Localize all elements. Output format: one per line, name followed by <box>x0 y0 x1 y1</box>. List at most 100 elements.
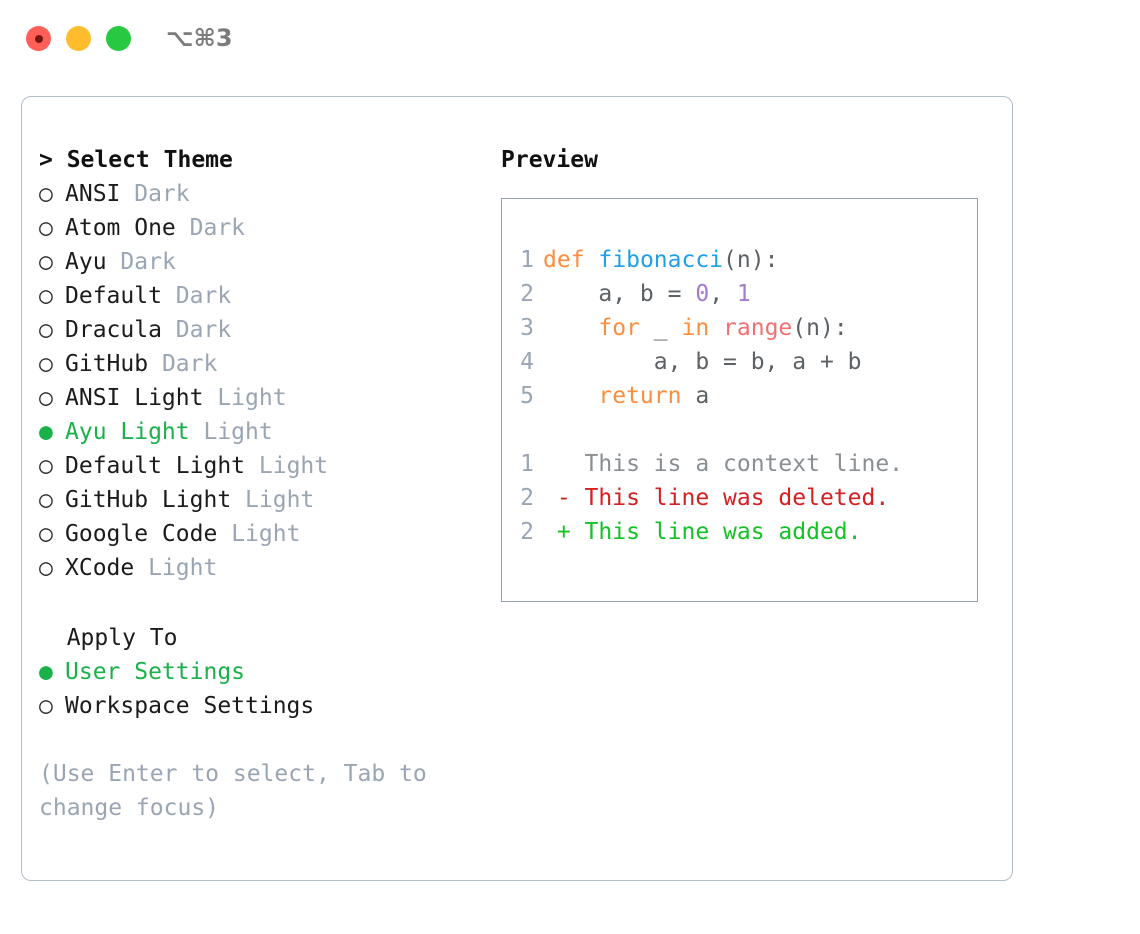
code-token-fn: fibonacci <box>598 247 724 273</box>
theme-option-row[interactable]: ○ANSI Light Light <box>39 381 479 415</box>
code-token-num: 1 <box>736 281 751 307</box>
traffic-light-group <box>26 26 131 51</box>
theme-selector-column: > Select Theme ○ANSI Dark○Atom One Dark○… <box>39 143 479 825</box>
theme-option-name: Ayu Light <box>65 419 190 445</box>
theme-option-row[interactable]: ○ GitHub Dark <box>39 347 479 381</box>
radio-selected-icon[interactable]: ● <box>39 419 53 445</box>
theme-option-gap <box>176 215 190 241</box>
theme-option-row[interactable]: ○Google Code Light <box>39 517 479 551</box>
minimize-window-icon[interactable] <box>66 26 91 51</box>
apply-to-option-row[interactable]: ● User Settings <box>39 655 479 689</box>
radio-selected-icon[interactable]: ● <box>39 659 53 685</box>
code-line-number: 4 <box>520 349 534 375</box>
diff-text: This line was deleted. <box>584 485 890 511</box>
theme-option-name: Google Code <box>65 521 218 547</box>
theme-variant-tag: Light <box>245 487 315 513</box>
theme-option-name: ANSI <box>65 181 121 207</box>
theme-option-row[interactable]: ○ GitHub Light Light <box>39 483 479 517</box>
diff-line-number: 2 <box>520 485 534 511</box>
code-line-number: 2 <box>520 281 534 307</box>
theme-option-gap <box>134 555 148 581</box>
theme-variant-tag: Dark <box>189 215 246 241</box>
main-panel: > Select Theme ○ANSI Dark○Atom One Dark○… <box>21 96 1013 881</box>
code-line: 3 for _ in range(n): <box>520 311 977 345</box>
diff-text: This is a context line. <box>584 451 904 477</box>
code-token-plain: (n): <box>792 315 848 341</box>
code-token-plain: a, b = b, a + b <box>543 349 862 375</box>
theme-option-gap <box>190 419 204 445</box>
theme-variant-tag: Dark <box>175 317 232 343</box>
keyboard-hint-text: (Use Enter to select, Tab to change focu… <box>39 761 441 821</box>
radio-unselected-icon[interactable]: ○ <box>39 385 53 411</box>
code-token-plain: , <box>709 281 737 307</box>
code-line-number: 1 <box>520 247 534 273</box>
radio-unselected-icon[interactable]: ○ <box>39 555 53 581</box>
theme-variant-tag: Dark <box>175 283 232 309</box>
radio-unselected-icon[interactable]: ○ <box>39 317 53 343</box>
radio-unselected-icon[interactable]: ○ <box>39 693 53 719</box>
radio-unselected-icon[interactable]: ○ <box>39 351 53 377</box>
diff-line-number: 1 <box>520 451 534 477</box>
theme-option-row[interactable]: ○Default Dark <box>39 279 479 313</box>
theme-option-row[interactable]: ○ ANSI Dark <box>39 177 479 211</box>
code-token-kw: def <box>543 247 585 273</box>
diff-sample: 1 This is a context line.2 - This line w… <box>520 447 977 549</box>
theme-option-name: GitHub <box>65 351 149 377</box>
maximize-window-icon[interactable] <box>106 26 131 51</box>
diff-line-number: 2 <box>520 519 534 545</box>
code-token-call: range <box>723 315 793 341</box>
theme-option-name: Ayu <box>65 249 107 275</box>
code-token-num: 0 <box>695 281 710 307</box>
theme-option-gap <box>162 317 176 343</box>
code-line: 2 a, b = 0, 1 <box>520 277 977 311</box>
code-token-plain <box>709 315 723 341</box>
theme-option-row[interactable]: ○Atom One Dark <box>39 211 479 245</box>
theme-option-gap <box>162 283 176 309</box>
code-line: 4 a, b = b, a + b <box>520 345 977 379</box>
theme-option-row[interactable]: ○XCode Light <box>39 551 479 585</box>
diff-marker: + <box>543 519 585 545</box>
window-title: ⌥⌘3 <box>166 24 233 52</box>
theme-option-row[interactable]: ○ Dracula Dark <box>39 313 479 347</box>
close-window-icon[interactable] <box>26 26 51 51</box>
radio-unselected-icon[interactable]: ○ <box>39 249 53 275</box>
theme-option-row[interactable]: ● Ayu Light Light <box>39 415 479 449</box>
diff-text: This line was added. <box>584 519 862 545</box>
radio-unselected-icon[interactable]: ○ <box>39 521 53 547</box>
theme-option-row[interactable]: ○ Ayu Dark <box>39 245 479 279</box>
theme-variant-tag: Dark <box>161 351 218 377</box>
code-line: 5 return a <box>520 379 977 413</box>
apply-to-option-name: User Settings <box>65 659 246 685</box>
diff-marker <box>543 451 585 477</box>
theme-variant-tag: Light <box>203 419 273 445</box>
apply-to-option-row[interactable]: ○ Workspace Settings <box>39 689 479 723</box>
code-token-kw: return <box>598 383 682 409</box>
diff-line: 2 + This line was added. <box>520 515 977 549</box>
radio-unselected-icon[interactable]: ○ <box>39 215 53 241</box>
code-diff-spacer <box>520 413 977 447</box>
theme-option-row[interactable]: ○ Default Light Light <box>39 449 479 483</box>
select-theme-heading: > Select Theme <box>39 147 233 173</box>
theme-option-name: Default Light <box>65 453 246 479</box>
radio-unselected-icon[interactable]: ○ <box>39 453 53 479</box>
radio-unselected-icon[interactable]: ○ <box>39 181 53 207</box>
code-line-number: 5 <box>520 383 534 409</box>
theme-variant-tag: Dark <box>120 249 176 275</box>
theme-list: ○ANSI Dark○Atom One Dark○Ayu Dark○Defaul… <box>39 177 479 585</box>
radio-unselected-icon[interactable]: ○ <box>39 283 53 309</box>
code-token-kw: for <box>598 315 640 341</box>
radio-unselected-icon[interactable]: ○ <box>39 487 53 513</box>
theme-option-name: Dracula <box>65 317 162 343</box>
theme-option-name: GitHub Light <box>65 487 232 513</box>
theme-variant-tag: Light <box>217 385 287 411</box>
apply-to-section: Apply To ●User Settings○Workspace Settin… <box>39 621 479 723</box>
code-token-kw: in <box>681 315 710 341</box>
theme-option-gap <box>203 385 217 411</box>
theme-variant-tag: Light <box>258 453 329 479</box>
theme-variant-tag: Dark <box>134 181 190 207</box>
theme-option-gap <box>107 249 121 275</box>
apply-to-option-name: Workspace Settings <box>65 693 315 719</box>
